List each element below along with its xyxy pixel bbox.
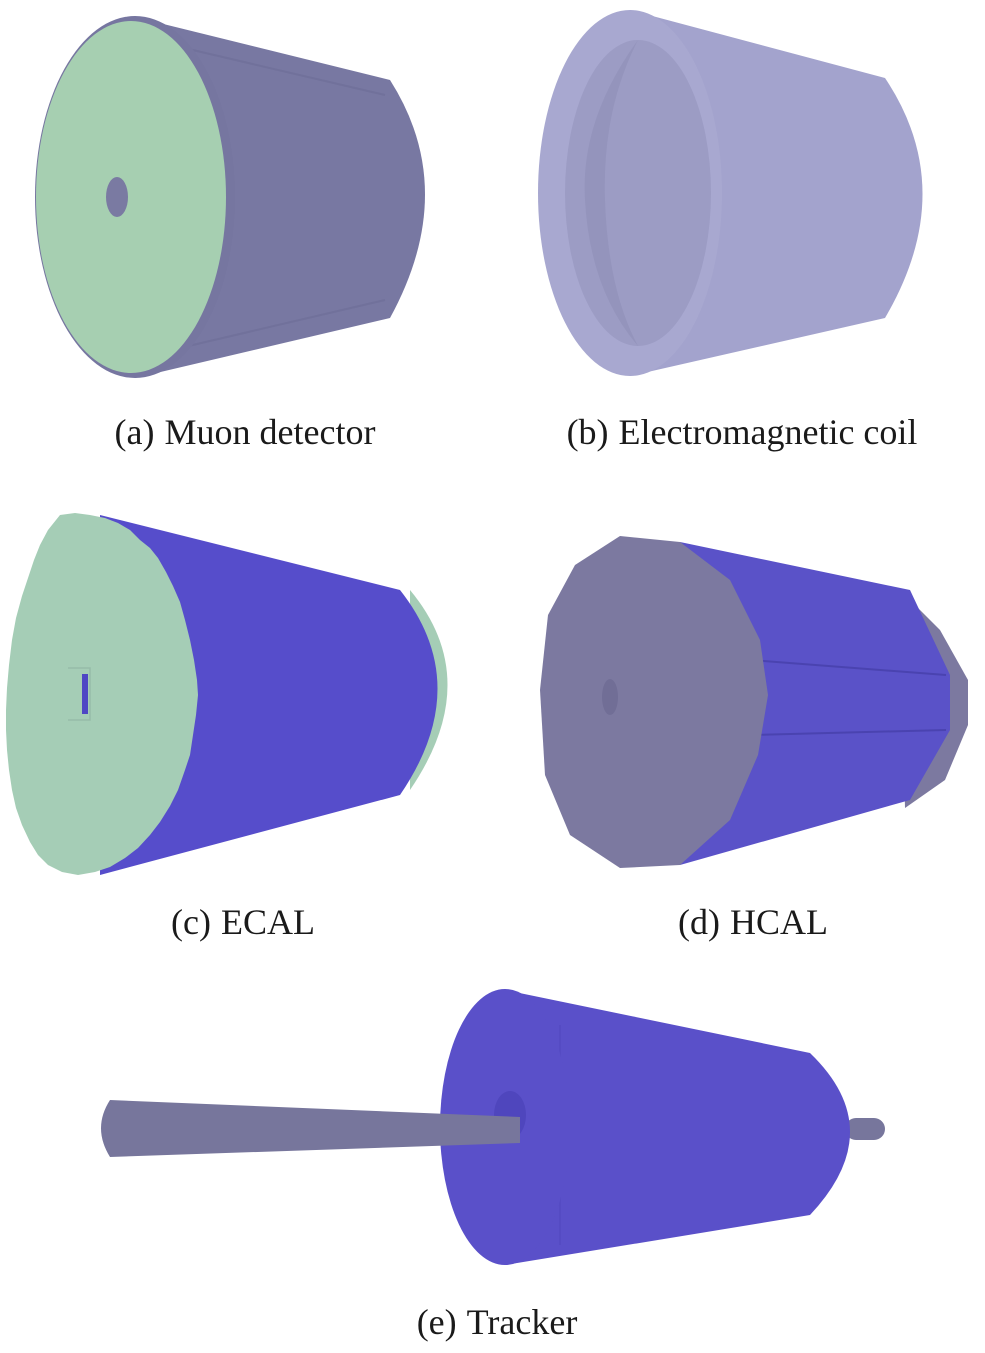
muon-detector-drawing	[35, 16, 425, 378]
caption-b-tag: (b)	[566, 412, 609, 452]
caption-c-label: ECAL	[220, 902, 315, 942]
tracker-beampipe-front	[101, 1100, 520, 1157]
ecal-body	[100, 515, 438, 875]
caption-e-tag: (e)	[416, 1302, 457, 1342]
caption-c-tag: (c)	[171, 902, 211, 942]
muon-detector-beam-hole	[106, 177, 128, 217]
coil-inner-shadow	[584, 40, 638, 346]
caption-a: (a)Muon detector	[115, 414, 376, 450]
ecal-beam-slot	[82, 674, 88, 714]
ecal-end-face	[6, 513, 198, 875]
caption-e: (e)Tracker	[417, 1304, 578, 1340]
panel-ecal: (c)ECAL	[0, 490, 490, 960]
caption-d-label: HCAL	[729, 902, 828, 942]
tracker-body	[505, 990, 850, 1265]
caption-b-label: Electromagnetic coil	[618, 412, 918, 452]
caption-c: (c)ECAL	[171, 904, 315, 940]
caption-d: (d)HCAL	[678, 904, 828, 940]
panel-hcal: (d)HCAL	[490, 490, 985, 960]
muon-detector-end-face	[36, 21, 226, 373]
tracker-drawing	[101, 989, 885, 1265]
hcal-drawing	[540, 536, 968, 868]
caption-a-label: Muon detector	[164, 412, 376, 452]
caption-a-tag: (a)	[114, 412, 155, 452]
caption-d-tag: (d)	[678, 902, 720, 942]
tracker-beampipe-rear	[845, 1118, 885, 1140]
hcal-front-face	[540, 536, 768, 868]
panel-muon-detector: (a)Muon detector	[0, 0, 490, 470]
caption-e-label: Tracker	[466, 1302, 578, 1342]
caption-b: (b)Electromagnetic coil	[567, 414, 918, 450]
electromagnetic-coil-drawing	[538, 10, 923, 376]
ecal-drawing	[6, 513, 448, 875]
panel-tracker: (e)Tracker	[0, 975, 985, 1353]
panel-electromagnetic-coil: (b)Electromagnetic coil	[490, 0, 985, 470]
hcal-beam-hole	[602, 679, 618, 715]
